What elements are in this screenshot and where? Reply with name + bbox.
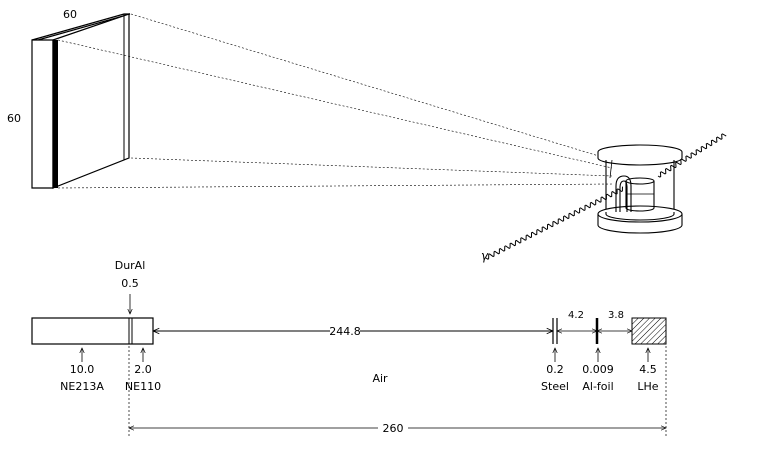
gamma-label: γ — [481, 249, 489, 263]
steel-thickness: 0.2 — [546, 363, 564, 376]
gap-steel-foil-label: 4.2 — [568, 310, 584, 321]
detector-width-label: 60 — [63, 8, 77, 21]
durAl-thickness: 0.5 — [121, 277, 139, 290]
gamma-ray — [485, 133, 727, 260]
lhe-thickness: 4.5 — [639, 363, 657, 376]
detector-height-label: 60 — [7, 112, 21, 125]
ne110-name: NE110 — [125, 380, 161, 393]
total-length-label: 260 — [383, 422, 404, 435]
steel-name: Steel — [541, 380, 569, 393]
air-gap-label: 244.8 — [329, 325, 361, 338]
detector-slab — [31, 13, 131, 189]
layer-schematic: 244.8 4.2 3.8 DurAl 0.5 10.0 NE213A 2.0 … — [31, 259, 667, 438]
ne213a-thickness: 10.0 — [70, 363, 95, 376]
lhe-target — [631, 317, 667, 345]
lhe-name: LHe — [637, 380, 658, 393]
ne213a-name: NE213A — [60, 380, 104, 393]
ne110-thickness: 2.0 — [134, 363, 152, 376]
projection-lines — [57, 13, 613, 189]
durAl-name: DurAl — [115, 259, 146, 272]
ne213a-block — [31, 317, 154, 345]
alfoil-name: Al-foil — [582, 380, 613, 393]
gap-foil-lhe-label: 3.8 — [608, 310, 624, 321]
alfoil-thickness: 0.009 — [582, 363, 614, 376]
air-name: Air — [372, 372, 388, 385]
cryostat — [597, 144, 683, 234]
